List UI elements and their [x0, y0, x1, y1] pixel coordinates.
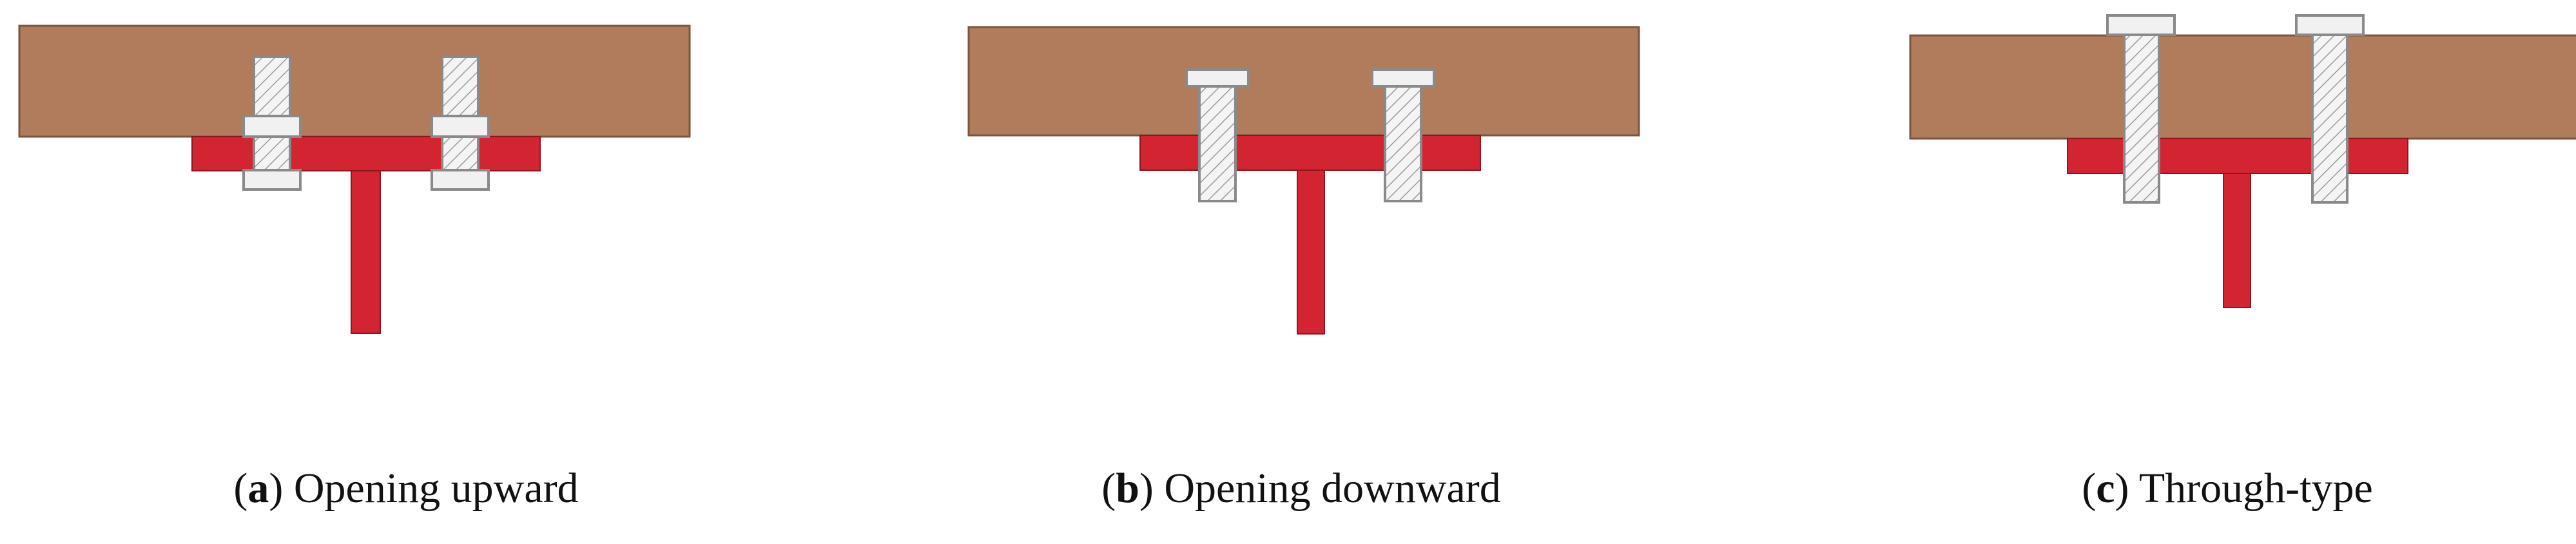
panel-c: (c) Through-type: [1718, 0, 2576, 544]
caption-letter: a: [247, 465, 269, 512]
bolt-shank: [1384, 85, 1422, 202]
bolt-left: [1185, 68, 1250, 202]
timber-beam: [18, 24, 691, 138]
caption-b: (b) Opening downward: [1101, 465, 1501, 512]
bolt-shank: [1198, 85, 1237, 202]
bolt-head: [431, 169, 490, 191]
timber-beam: [1909, 34, 2576, 140]
t-steel-flange: [191, 136, 541, 171]
bolt-shank: [2123, 34, 2160, 204]
panel-a-diagram: [18, 24, 691, 334]
caption-letter: b: [1116, 465, 1139, 512]
bolt-left: [2106, 14, 2176, 204]
panel-b: (b) Opening downward: [859, 0, 1718, 544]
t-steel-web: [351, 170, 381, 334]
caption-label: Opening downward: [1164, 465, 1501, 512]
bolt-shank: [2311, 34, 2348, 204]
panel-b-diagram: [967, 26, 1640, 335]
panel-c-diagram: [1909, 14, 2576, 308]
bolt-head: [242, 169, 302, 191]
timber-beam: [967, 26, 1640, 137]
nut-top: [242, 115, 302, 138]
bolt-head: [2106, 14, 2176, 36]
bolt-right: [2295, 14, 2365, 204]
caption-c: (c) Through-type: [2082, 465, 2373, 512]
t-steel-web: [2223, 173, 2251, 308]
caption-label: Opening upward: [293, 465, 579, 512]
nut-top: [431, 115, 490, 138]
t-steel-web: [1297, 170, 1325, 335]
caption-letter: c: [2096, 465, 2115, 512]
bolt-right: [431, 55, 490, 191]
caption-a: (a) Opening upward: [233, 465, 579, 512]
bolt-head: [1185, 68, 1250, 88]
bolt-head: [1371, 68, 1435, 88]
panel-a: (a) Opening upward: [0, 0, 859, 544]
caption-label: Through-type: [2138, 465, 2373, 512]
bolt-right: [1371, 68, 1435, 202]
t-steel-flange: [2067, 138, 2408, 174]
bolt-left: [242, 55, 302, 191]
t-steel-flange: [1139, 135, 1481, 171]
bolt-head: [2295, 14, 2365, 36]
